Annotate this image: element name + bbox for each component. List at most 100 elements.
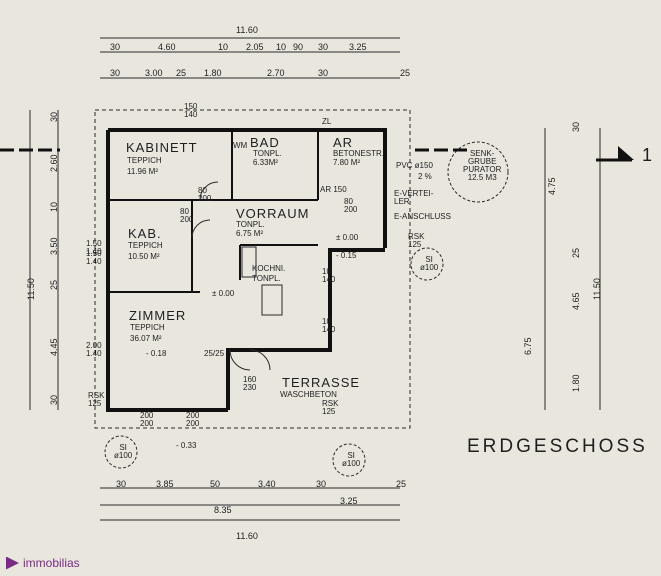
dim-bot-r1-4: 30 <box>316 479 327 489</box>
dim-top-total: 11.60 <box>236 25 258 35</box>
outer-walls <box>106 128 387 412</box>
septic-tank-circle <box>447 141 509 203</box>
si-left-label: SI ø100 <box>114 443 133 460</box>
dim-left-6: 30 <box>49 394 59 405</box>
room-name-terrasse: TERRASSE <box>282 375 361 390</box>
room-name-bad: BAD <box>250 135 280 150</box>
dim-right-total: 11.50 <box>592 278 602 300</box>
dim-bot-r1-1: 3.85 <box>156 479 174 489</box>
rsk-left-label: RSK 125 <box>88 391 105 408</box>
brand-logo-icon <box>6 556 19 570</box>
opening-0: 150 140 <box>184 102 198 119</box>
si-bottom-label: SI ø100 <box>342 451 361 468</box>
dim-top-r1-1: 4.60 <box>158 42 176 52</box>
rsk-bottom-label: RSK 125 <box>322 399 339 416</box>
room-area-bad: 6.33M² <box>253 158 278 167</box>
room-name-kabinett: KABINETT <box>126 140 198 155</box>
dim-left-total: 11.50 <box>26 278 36 300</box>
si-right-circle <box>410 247 444 281</box>
dim-bot-r2-0: 8.35 <box>214 505 232 515</box>
opening-1: 80 200 <box>198 186 212 203</box>
dim-bot-r1-0: 30 <box>116 479 127 489</box>
slope-label: 2 % <box>418 172 432 181</box>
dim-right-0: 30 <box>571 121 581 132</box>
dim-top-r1-5: 90 <box>293 42 304 52</box>
si-right-label: SI ø100 <box>420 255 439 272</box>
dim-left-2: 10 <box>49 201 59 212</box>
dim-bot-r1-3: 3.40 <box>258 479 276 489</box>
room-floor-kabinett: TEPPICH <box>127 156 162 165</box>
eaves-outline <box>94 109 411 429</box>
dim-top-r1-6: 30 <box>318 42 329 52</box>
room-floor-zimmer: TEPPICH <box>130 323 165 332</box>
opening-7: 25/25 <box>204 349 225 358</box>
brand-logo[interactable]: immobilias <box>6 556 80 570</box>
dim-top-r2-4: 2.70 <box>267 68 285 78</box>
room-area-zimmer: 36.07 M² <box>130 334 162 343</box>
room-floor-ar: BETONESTR. <box>333 149 384 158</box>
section-marker-number: 1 <box>642 145 653 165</box>
si-bottom-circle <box>332 443 366 477</box>
room-name-kab: KAB. <box>128 226 162 241</box>
rsk-right-label: RSK 125 <box>408 232 425 249</box>
level-vorraum: ± 0.00 <box>336 233 359 242</box>
level-zimmer: ± 0.00 <box>212 289 235 298</box>
dim-right-5: 25 <box>571 247 581 258</box>
dim-top-r1-7: 3.25 <box>349 42 367 52</box>
level-033: - 0.33 <box>176 441 197 450</box>
door-swings <box>191 181 271 371</box>
dim-top-r2-3: 1.80 <box>204 68 222 78</box>
dim-right-1: 4.75 <box>547 177 557 195</box>
dim-left-3: 3.50 <box>49 237 59 255</box>
opening-12: 200 200 <box>186 411 200 428</box>
dim-top-r1-4: 10 <box>276 42 287 52</box>
inner-walls <box>108 130 319 293</box>
septic-tank-label: SENK- GRUBE PURATOR 12.5 M3 <box>463 149 502 182</box>
opening-3: 80 200 <box>344 197 358 214</box>
dim-left-0: 30 <box>49 111 59 122</box>
room-area-kabinett: 11.96 M² <box>127 167 158 176</box>
room-name-zimmer: ZIMMER <box>129 308 187 323</box>
dim-bot-total: 11.60 <box>236 531 258 541</box>
opening-11: 200 200 <box>140 411 154 428</box>
e-verteiler-label: E-VERTEI- LER <box>394 189 434 206</box>
room-floor-kab: TEPPICH <box>128 241 163 250</box>
dim-left-5: 4.45 <box>49 338 59 356</box>
level-015: - 0.15 <box>336 251 357 260</box>
dim-right-4: 1.80 <box>571 374 581 392</box>
dim-top-r2-5: 30 <box>318 68 329 78</box>
dim-top-r2-6: 25 <box>400 68 411 78</box>
opening-4: 1.50 1.40 <box>86 239 102 256</box>
e-anschluss-label: E-ANSCHLUSS <box>394 212 451 221</box>
opening-6: 2.00 1.40 <box>86 341 102 358</box>
dimension-lines <box>29 37 601 521</box>
room-area-vorraum: 6.75 M² <box>236 229 264 238</box>
dim-bot-r1-5: 25 <box>396 479 407 489</box>
opening-9: 10 140 <box>322 267 336 284</box>
room-area-ar: 7.80 M² <box>333 158 361 167</box>
opening-8: 160 230 <box>243 375 257 392</box>
room-floor-terrasse: WASCHBETON <box>280 390 337 399</box>
dim-bot-r2-1: 3.25 <box>340 496 358 506</box>
opening-2: 80 200 <box>180 207 194 224</box>
room-area-kab: 10.50 M² <box>128 252 160 261</box>
zl-label: ZL <box>322 117 332 126</box>
dim-right-2: 6.75 <box>523 337 533 355</box>
si-left-circle <box>104 435 138 469</box>
brand-logo-text: immobilias <box>23 556 80 570</box>
dim-top-r1-2: 10 <box>218 42 229 52</box>
dim-right-3: 4.65 <box>571 292 581 310</box>
room-name-ar: AR <box>333 135 354 150</box>
opening-5: 1.50 1.40 <box>86 249 102 266</box>
room-floor-bad: TONPL. <box>253 149 282 158</box>
dim-top-r2-2: 25 <box>176 68 187 78</box>
dim-top-r1-0: 30 <box>110 42 121 52</box>
wm-label: WM <box>233 141 248 150</box>
dim-top-r2-1: 3.00 <box>145 68 163 78</box>
dim-bot-r1-2: 50 <box>210 479 221 489</box>
dim-top-r2-0: 30 <box>110 68 121 78</box>
opening-10: 10 140 <box>322 317 336 334</box>
dim-top-r1-3: 2.05 <box>246 42 264 52</box>
room-floor-vorraum: TONPL. <box>236 220 265 229</box>
